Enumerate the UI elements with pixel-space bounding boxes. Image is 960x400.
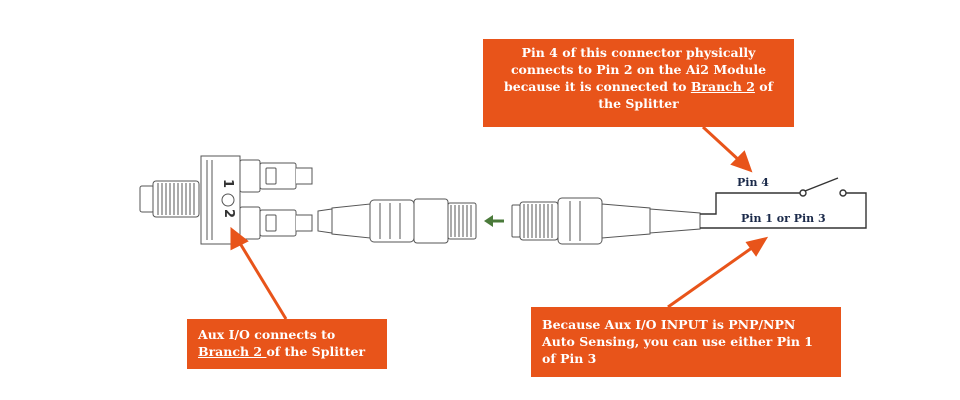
branch-2-label: 2: [221, 208, 237, 219]
connection-direction-arrow: [484, 215, 504, 227]
callout-line: Because Aux I/O INPUT is PNP/NPN: [542, 317, 796, 332]
branch-2-emphasis: Branch 2: [690, 79, 755, 94]
pin1-or-pin3-label: Pin 1 or Pin 3: [741, 212, 826, 225]
switch-wiring: [700, 177, 867, 229]
callout-line: of Pin 3: [542, 351, 597, 366]
callout-text: of the Splitter: [266, 344, 366, 359]
splitter-body: [200, 155, 313, 245]
callout-line: Pin 4 of this connector physically: [521, 45, 756, 60]
branch2-cable-connector: [317, 198, 477, 244]
callout-line: because it is connected to Branch 2 of: [495, 78, 782, 95]
callout-line: connects to Pin 2 on the Ai2 Module: [510, 62, 767, 77]
sensor-cable-connector: [511, 197, 701, 245]
branch-1-label: 1: [220, 178, 236, 189]
branch-2-emphasis: Branch 2: [198, 344, 267, 359]
callout-line: Auto Sensing, you can use either Pin 1: [542, 334, 813, 349]
callout-line: Branch 2 of the Splitter: [198, 343, 377, 360]
callout-line: Aux I/O connects to: [198, 327, 336, 342]
pin4-mapping-callout: Pin 4 of this connector physically conne…: [483, 39, 794, 127]
aux-io-callout: Aux I/O connects to Branch 2 of the Spli…: [187, 319, 387, 369]
callout-arrows: [230, 125, 769, 320]
splitter-input-connector: [139, 180, 200, 218]
callout-text: because it is connected to: [504, 79, 691, 94]
callout-text: of: [754, 79, 773, 94]
auto-sensing-callout: Because Aux I/O INPUT is PNP/NPN Auto Se…: [531, 307, 841, 377]
pin4-label: Pin 4: [737, 176, 769, 189]
callout-line: the Splitter: [598, 96, 679, 111]
